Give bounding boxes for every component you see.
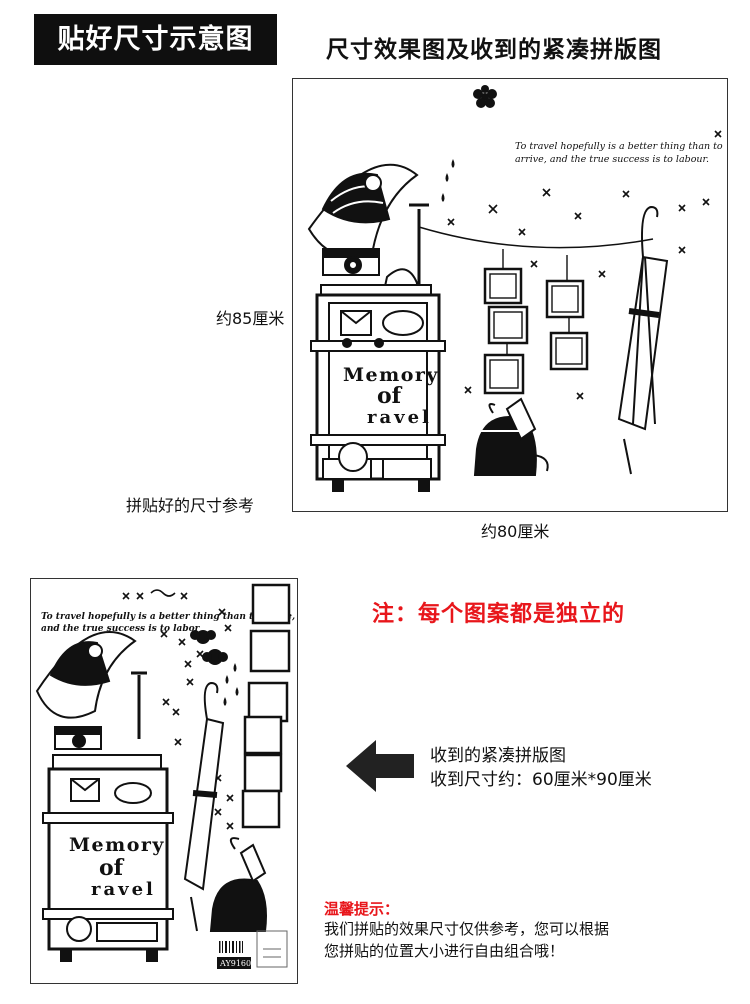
wall-sticker-illustration: To travel hopefully is a better thing th… [307, 85, 723, 492]
photo-frame-icon [483, 267, 589, 395]
trunk-text-memory: Memory [343, 364, 439, 386]
received-info: 收到的紧凑拼版图 收到尺寸约：60厘米*90厘米 [430, 744, 652, 792]
suitcase-icon [42, 754, 174, 962]
bag-icon [209, 837, 267, 932]
hat-icon [35, 631, 137, 719]
independent-note: 注：每个图案都是独立的 [372, 602, 626, 627]
sheet-trunk-of: of [99, 855, 125, 881]
sheet-illustration: To travel hopefully is a better thing th… [35, 583, 295, 969]
camera-icon [322, 248, 380, 276]
product-code: AY9160 [219, 959, 251, 968]
sheet-trunk-memory: Memory [69, 834, 165, 856]
flower-icon [473, 85, 497, 108]
sheet-quote-1: To travel hopefully is a better thing th… [41, 612, 295, 622]
received-line-1: 收到的紧凑拼版图 [430, 746, 566, 766]
umbrella-icon [617, 205, 669, 475]
suitcase-icon [310, 284, 446, 492]
title-badge: 贴好尺寸示意图 [34, 14, 277, 65]
tip-line-1: 我们拼贴的效果尺寸仅供参考，您可以根据 [324, 920, 610, 938]
barcode [219, 941, 243, 953]
trunk-text-of: of [377, 383, 403, 409]
arrow-left-icon [346, 740, 414, 792]
preview-caption: 拼贴好的尺寸参考 [126, 496, 255, 515]
flower-icon [190, 630, 228, 665]
umbrella-icon [183, 681, 225, 932]
photo-frame-icon [241, 583, 291, 829]
received-line-2: 收到尺寸约：60厘米*90厘米 [430, 770, 652, 790]
tip-body: 我们拼贴的效果尺寸仅供参考，您可以根据 您拼贴的位置大小进行自由组合哦！ [324, 918, 724, 962]
preview-panel: To travel hopefully is a better thing th… [292, 78, 728, 512]
sheet-quote-2: and the true success is to labor [41, 624, 201, 634]
tip-line-2: 您拼贴的位置大小进行自由组合哦！ [324, 942, 565, 960]
tip-title: 温馨提示： [324, 900, 400, 918]
trunk-text-ravel: ravel [367, 407, 432, 428]
hat-icon [307, 163, 419, 257]
clover-decor [122, 589, 234, 830]
bag-icon [473, 397, 549, 476]
clover-decor [447, 130, 722, 400]
camera-icon [54, 726, 102, 750]
width-label: 约80厘米 [481, 522, 550, 541]
preview-quote-1: To travel hopefully is a better thing th… [515, 141, 723, 152]
hanging-string [418, 226, 654, 249]
preview-quote-2: arrive, and the true success is to labou… [515, 154, 709, 165]
sheet-panel: To travel hopefully is a better thing th… [30, 578, 298, 984]
height-label: 约85厘米 [216, 309, 285, 328]
sheet-trunk-ravel: ravel [91, 879, 156, 900]
page-subtitle: 尺寸效果图及收到的紧凑拼版图 [326, 37, 662, 63]
